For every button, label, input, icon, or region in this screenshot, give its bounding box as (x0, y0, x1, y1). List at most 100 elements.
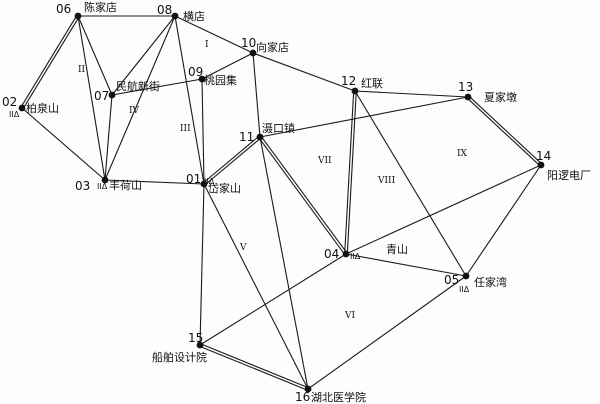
edge-14-05 (465, 164, 542, 277)
station-dot (464, 93, 472, 101)
region-label-IV: IV (129, 106, 140, 116)
station-class: IIΔ (204, 177, 215, 186)
edge-06-02 (22, 16, 80, 109)
station-name: 夏家墩 (484, 90, 517, 104)
station-dot (198, 75, 206, 83)
station-class: IIΔ (459, 285, 470, 294)
edge-12-13 (354, 90, 469, 98)
station-dot (108, 91, 116, 99)
station-15: 15 船舶设计院 (152, 331, 207, 364)
station-name: 任家湾 (474, 275, 507, 289)
station-dot (101, 176, 109, 184)
edge-06-07 (77, 15, 113, 96)
station-name: 横店 (183, 9, 205, 23)
edge-10-12 (252, 52, 356, 92)
station-name: 陈家店 (84, 0, 117, 14)
station-dot (171, 12, 179, 20)
station-name: 向家店 (256, 40, 289, 54)
station-dot (304, 385, 312, 393)
edge-06-02 (20, 15, 78, 108)
station-dot (462, 272, 470, 280)
edge-14-04 (345, 164, 542, 255)
region-label-IX: IX (457, 149, 468, 159)
edge-12-05 (354, 90, 467, 277)
edge-16-05 (307, 275, 467, 390)
station-dot (537, 161, 545, 169)
station-class: IIΔ (350, 252, 361, 261)
edge-04-05 (345, 253, 467, 277)
station-dot (74, 12, 82, 20)
station-name: 民航新街 (116, 79, 160, 93)
station-number: 03 (75, 179, 90, 193)
station-number: 06 (56, 2, 71, 16)
station-dot (351, 87, 359, 95)
edge-09-01 (201, 78, 205, 185)
edge-10-11 (252, 52, 261, 138)
station-number: 04 (324, 247, 339, 261)
station-07: 07 民航新街 (94, 79, 160, 103)
station-06: 06 陈家店 (56, 0, 117, 20)
station-number: 16 (295, 390, 310, 404)
edge-03-01 (104, 179, 205, 185)
station-11: 11 滠口镇 (239, 121, 295, 144)
edge-11-04 (258, 137, 346, 256)
station-name: 青山 (386, 243, 408, 256)
station-name: 岱家山 (208, 181, 241, 195)
station-dot (18, 104, 26, 112)
station-number: 02 (2, 95, 17, 109)
edge-08-07 (111, 15, 176, 96)
station-name: 柏泉山 (26, 101, 59, 115)
region-label-III: III (180, 124, 191, 134)
edge-12-04 (344, 90, 355, 254)
edge-12-04 (346, 91, 357, 255)
edge-13-14 (466, 97, 541, 167)
station-number: 07 (94, 89, 109, 103)
station-number: 12 (341, 74, 356, 88)
region-label-V: V (239, 243, 247, 253)
edge-11-16 (259, 136, 309, 390)
edge-16-01 (203, 183, 309, 390)
station-name: 滠口镇 (262, 121, 295, 135)
region-label-VI: VI (344, 311, 355, 321)
station-08: 08 横店 (157, 3, 205, 23)
edge-15-16 (199, 345, 308, 391)
station-number: 01 (186, 172, 201, 186)
station-number: 11 (239, 130, 254, 144)
station-dot (196, 341, 204, 349)
edge-04-15 (199, 253, 347, 346)
edge-08-10 (174, 15, 254, 54)
station-04: 04 青山 IIΔ (324, 243, 408, 261)
edge-07-03 (104, 94, 113, 181)
edge-01-11 (204, 137, 262, 186)
station-dot (200, 180, 208, 188)
edge-01-15 (199, 183, 205, 346)
station-name: 阳逻电厂 (547, 169, 591, 182)
station-number: 15 (188, 331, 203, 345)
edge-06-03 (77, 15, 106, 181)
station-name: 丰荷山 (109, 179, 142, 192)
station-dot (256, 133, 264, 141)
edge-02-03 (21, 107, 106, 181)
station-number: 10 (241, 36, 256, 50)
edge-01-11 (202, 135, 260, 184)
edge-11-13 (259, 96, 469, 138)
edge-11-04 (260, 135, 348, 254)
region-label-VII: VII (317, 156, 332, 166)
station-name: 船舶设计院 (152, 350, 207, 364)
edge-13-14 (468, 95, 543, 165)
station-class: IIΔ (97, 182, 108, 191)
station-name: 湖北医学院 (311, 390, 366, 404)
station-number: 08 (157, 3, 172, 17)
